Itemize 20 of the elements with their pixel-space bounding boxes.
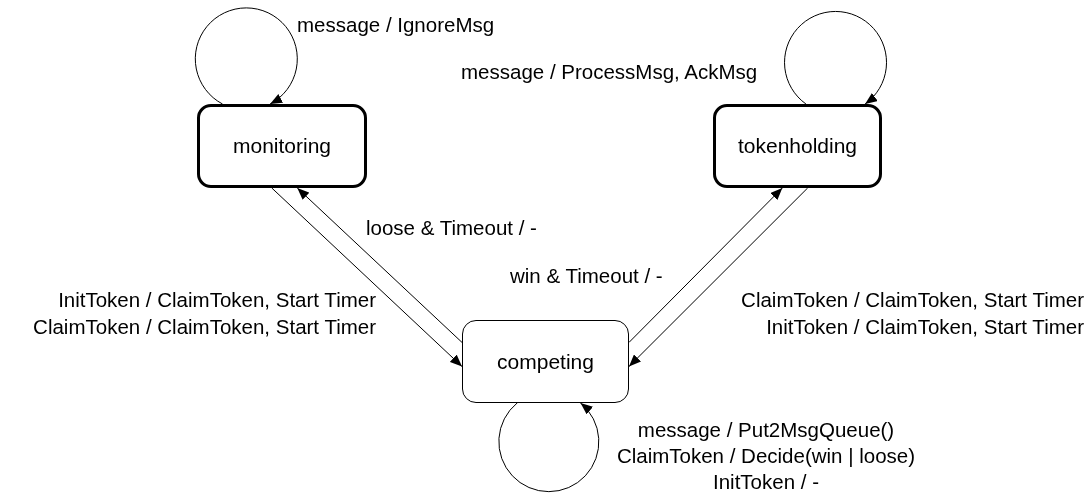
transition-label: message / ProcessMsg, AckMsg bbox=[461, 59, 758, 85]
transition-label: loose & Timeout / - bbox=[366, 215, 537, 241]
state-box bbox=[197, 104, 367, 188]
transition-label: message / IgnoreMsg bbox=[297, 12, 495, 38]
transition-label: ClaimToken / ClaimToken, Start Timer InitToken / ClaimToken, Start Timer bbox=[740, 287, 1084, 340]
transition-arrow bbox=[296, 187, 463, 343]
transition-label: win & Timeout / - bbox=[510, 263, 663, 289]
transition-label: InitToken / ClaimToken, Start Timer ClaimToken / ClaimToken, Start Timer bbox=[32, 287, 376, 340]
transition-arrow bbox=[628, 187, 783, 343]
transition-label: message / Put2MsgQueue() ClaimToken / Decide(win | loose) InitToken / - bbox=[615, 417, 917, 495]
self-loop-arrow bbox=[194, 7, 298, 105]
transition-arrow bbox=[271, 187, 463, 367]
self-loop-arrow bbox=[784, 11, 887, 105]
self-loop-arrow bbox=[498, 402, 600, 493]
state-box bbox=[462, 320, 629, 403]
state-name: monitoring bbox=[232, 134, 332, 158]
state-box bbox=[713, 104, 882, 188]
state-name: tokenholding bbox=[737, 134, 858, 158]
transition-arrow bbox=[628, 187, 809, 367]
state-name: competing bbox=[497, 349, 594, 374]
